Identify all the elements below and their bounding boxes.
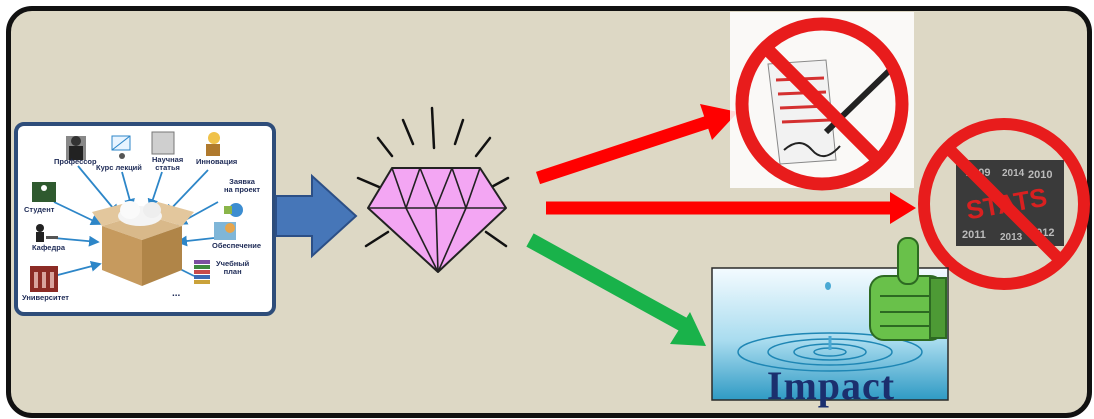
rejected-arrow-signature xyxy=(538,104,738,178)
water-drop-icon xyxy=(825,282,831,290)
rejected-arrow-stats xyxy=(546,192,916,224)
impact-label: Impact xyxy=(716,362,946,409)
stats-year-1: 2010 xyxy=(1028,169,1052,181)
signature-no-sign xyxy=(730,12,914,188)
stats-year-4: 2013 xyxy=(1000,232,1023,243)
stats-year-5: 2014 xyxy=(1002,168,1025,179)
accepted-arrow-impact xyxy=(530,240,706,346)
stats-year-2: 2011 xyxy=(962,229,986,241)
diamond-icon xyxy=(368,168,506,272)
stats-no-sign: 2009 2010 2011 2012 2013 2014 STATS xyxy=(924,124,1084,284)
input-arrow xyxy=(276,176,356,256)
